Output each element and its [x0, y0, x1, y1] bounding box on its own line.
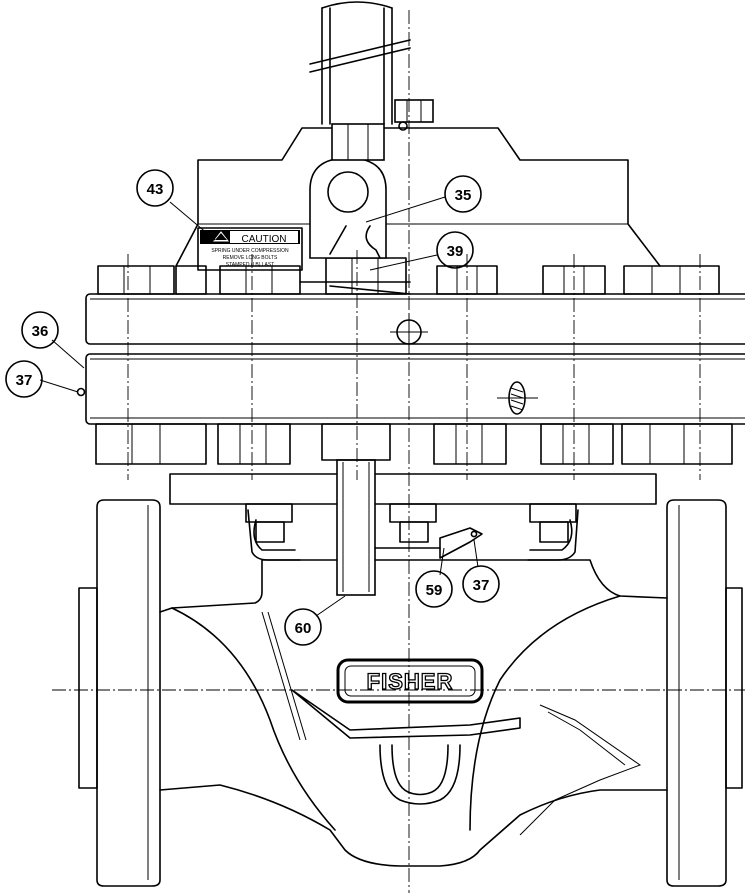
lower-bolts — [245, 503, 577, 543]
left-end-flange — [78, 499, 161, 887]
lower-casing-flange — [85, 353, 745, 425]
upper-casing-flange — [85, 293, 745, 345]
callout-35-label: 35 — [455, 187, 472, 204]
caution-line-2: REMOVE LONG BOLTS — [223, 255, 278, 261]
callout-39: 39 — [369, 231, 474, 271]
brand-plate: FISHER — [336, 658, 484, 704]
callout-60: 60 — [284, 595, 346, 646]
callout-60-label: 60 — [295, 620, 312, 637]
stem-indicator — [336, 459, 483, 596]
callout-59: 59 — [415, 547, 453, 608]
callout-36-label: 36 — [32, 323, 49, 340]
lifting-lug — [299, 157, 411, 295]
callout-37-left: 37 — [5, 360, 86, 398]
lower-casing-bolts — [95, 423, 733, 465]
callout-37-left-label: 37 — [16, 372, 33, 389]
travel-stop — [309, 1, 434, 161]
caution-label: CAUTION SPRING UNDER COMPRESSION REMOVE … — [197, 227, 303, 271]
callout-43-label: 43 — [147, 181, 164, 198]
upper-bolts — [97, 257, 720, 295]
callout-39-label: 39 — [447, 243, 464, 260]
valve-body — [159, 559, 668, 867]
caution-line-1: SPRING UNDER COMPRESSION — [211, 248, 289, 254]
callout-36: 36 — [21, 311, 85, 369]
pipe-plug — [497, 381, 538, 415]
callout-59-label: 59 — [426, 582, 443, 599]
callout-37-right-label: 37 — [473, 577, 490, 594]
callout-43: 43 — [136, 169, 216, 241]
centerlines — [52, 10, 745, 893]
actuator-casing — [175, 127, 661, 267]
bonnet-plate — [169, 473, 657, 561]
callout-37-right: 37 — [462, 539, 500, 603]
callout-35: 35 — [365, 175, 482, 223]
right-end-flange — [666, 499, 743, 887]
caution-title: CAUTION — [242, 234, 287, 245]
caution-line-3: STAMPED (LB) LAST — [226, 262, 275, 268]
